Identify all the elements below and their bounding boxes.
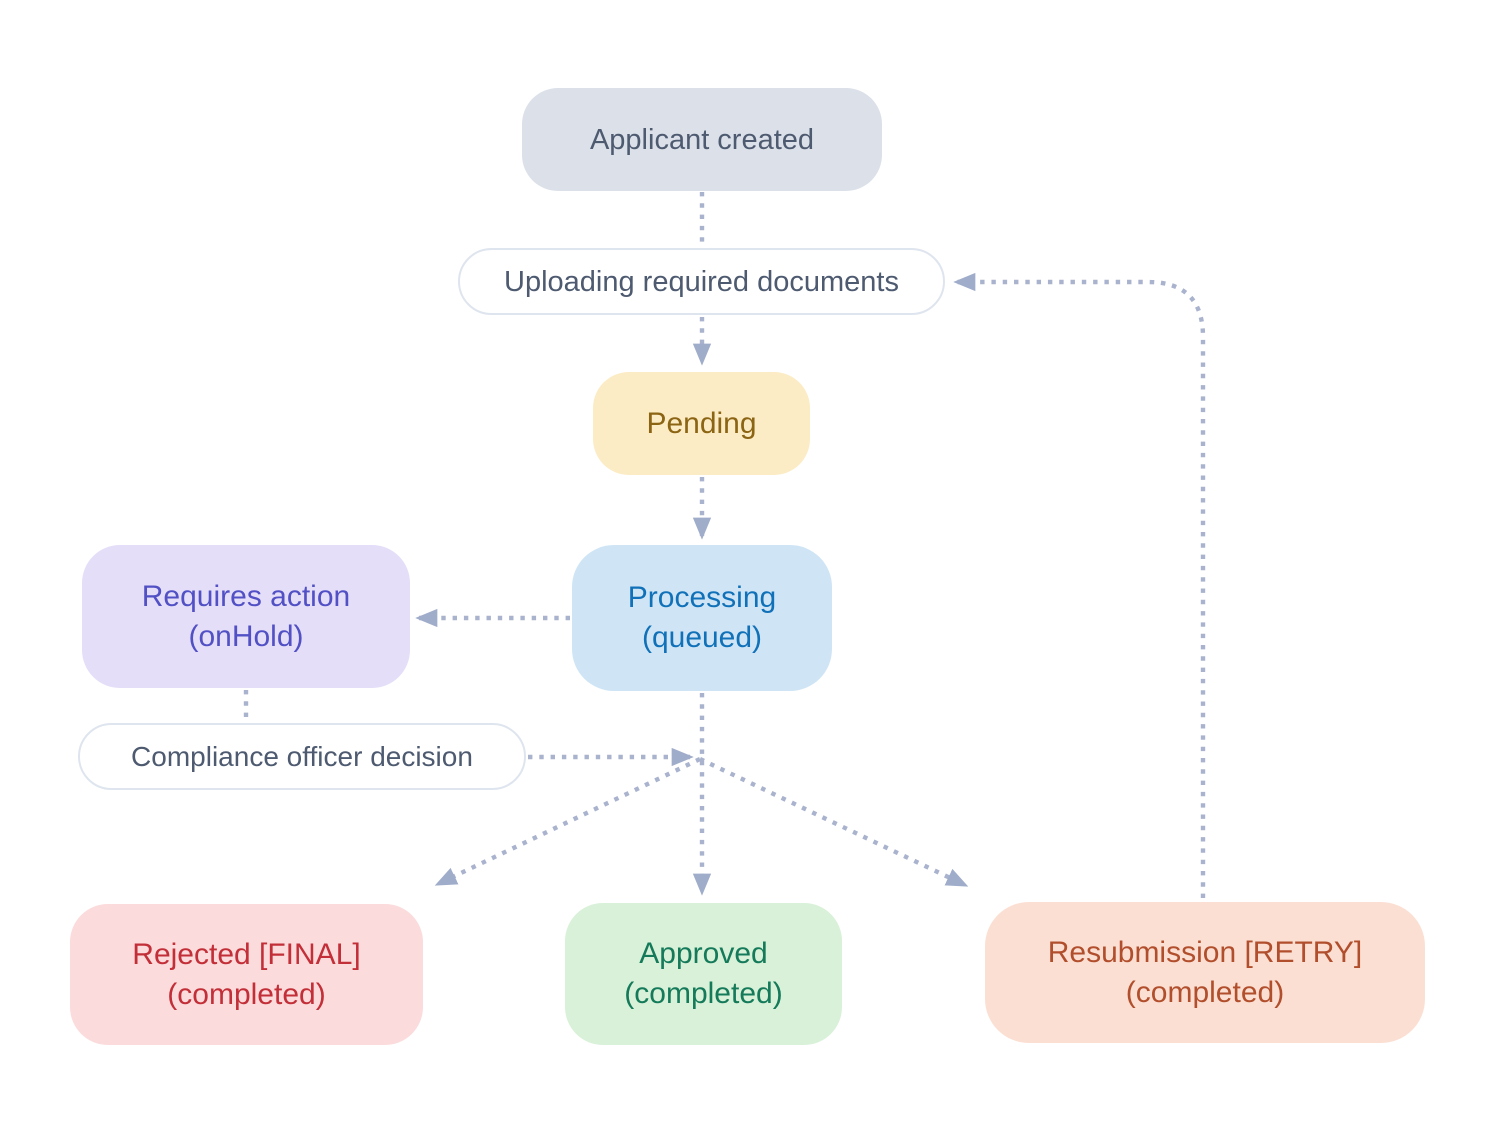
node-requires-action-line2: (onHold) <box>188 619 304 653</box>
node-approved-completed: Approved (completed) <box>565 903 842 1045</box>
node-compliance-officer-decision: Compliance officer decision <box>78 723 526 790</box>
node-rejected-final-completed: Rejected [FINAL] (completed) <box>70 904 423 1045</box>
edge-junction-to-rejected <box>434 757 701 886</box>
node-processing-queued: Processing (queued) <box>572 545 832 691</box>
node-requires-action-onhold: Requires action (onHold) <box>82 545 410 688</box>
node-resubmission-line1: Resubmission [RETRY] <box>1047 935 1363 969</box>
node-compliance-officer-decision-label: Compliance officer decision <box>131 740 473 772</box>
node-rejected-line1: Rejected [FINAL] <box>132 937 361 971</box>
node-rejected-line2: (completed) <box>167 977 326 1011</box>
node-processing-line2: (queued) <box>641 621 763 654</box>
node-resubmission-retry-completed: Resubmission [RETRY] (completed) <box>985 902 1425 1043</box>
node-approved-line2: (completed) <box>624 977 783 1010</box>
node-uploading-required-documents: Uploading required documents <box>458 248 945 315</box>
edge-junction-to-resubmission <box>699 757 969 887</box>
node-pending-label: Pending <box>646 406 757 440</box>
node-applicant-created-label: Applicant created <box>589 123 815 156</box>
node-uploading-required-documents-label: Uploading required documents <box>504 265 899 298</box>
node-approved-line1: Approved <box>639 937 768 970</box>
node-pending: Pending <box>593 372 810 475</box>
node-applicant-created: Applicant created <box>522 88 882 191</box>
node-processing-line1: Processing <box>627 581 777 614</box>
node-requires-action-line1: Requires action <box>141 579 351 613</box>
node-resubmission-line2: (completed) <box>1125 975 1285 1009</box>
edge-resubmission-to-uploading-loop <box>953 272 1206 898</box>
